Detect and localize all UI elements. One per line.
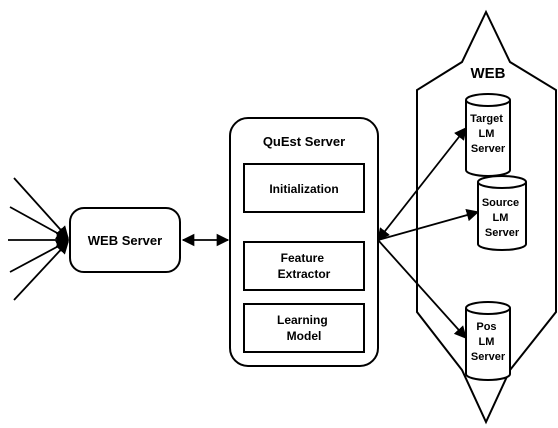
learning-model-line-2: Model: [287, 329, 322, 343]
pos-lm-line-2: LM: [479, 336, 495, 348]
pos-lm-server: Pos LM Server: [465, 301, 511, 381]
pos-lm-label: Pos LM Server: [471, 321, 506, 363]
pos-lm-line-3: Server: [471, 351, 506, 363]
web-cloud-boundary: [416, 9, 557, 425]
target-lm-label: Target LM Server: [470, 113, 506, 155]
target-lm-line-1: Target: [470, 113, 503, 125]
learning-model-line-1: Learning: [277, 313, 328, 327]
feature-extractor-line-1: Feature: [281, 251, 325, 265]
web-server-label: WEB Server: [88, 233, 162, 248]
extractor-to-lm-arrows: [377, 127, 480, 339]
pos-lm-line-1: Pos: [476, 321, 496, 333]
target-lm-line-2: LM: [479, 128, 495, 140]
source-lm-line-3: Server: [485, 227, 520, 239]
feature-extractor-label: Feature Extractor: [278, 251, 331, 281]
source-lm-line-2: LM: [493, 212, 509, 224]
target-lm-server: Target LM Server: [465, 93, 511, 177]
web-cloud-label: WEB: [471, 65, 506, 82]
feature-extractor-line-2: Extractor: [278, 267, 331, 281]
learning-model-module: [243, 303, 365, 353]
client-request-arrows: [8, 177, 70, 301]
feature-extractor-module: [243, 241, 365, 291]
source-lm-line-1: Source: [482, 197, 519, 209]
learning-model-label: Learning Model: [277, 313, 331, 343]
target-lm-line-3: Server: [471, 143, 506, 155]
web-server-box: [69, 207, 181, 273]
initialization-label: Initialization: [269, 182, 338, 196]
quest-server-title: QuEst Server: [263, 134, 345, 149]
source-lm-label: Source LM Server: [482, 197, 522, 239]
source-lm-server: Source LM Server: [477, 175, 527, 251]
initialization-module: [243, 163, 365, 213]
